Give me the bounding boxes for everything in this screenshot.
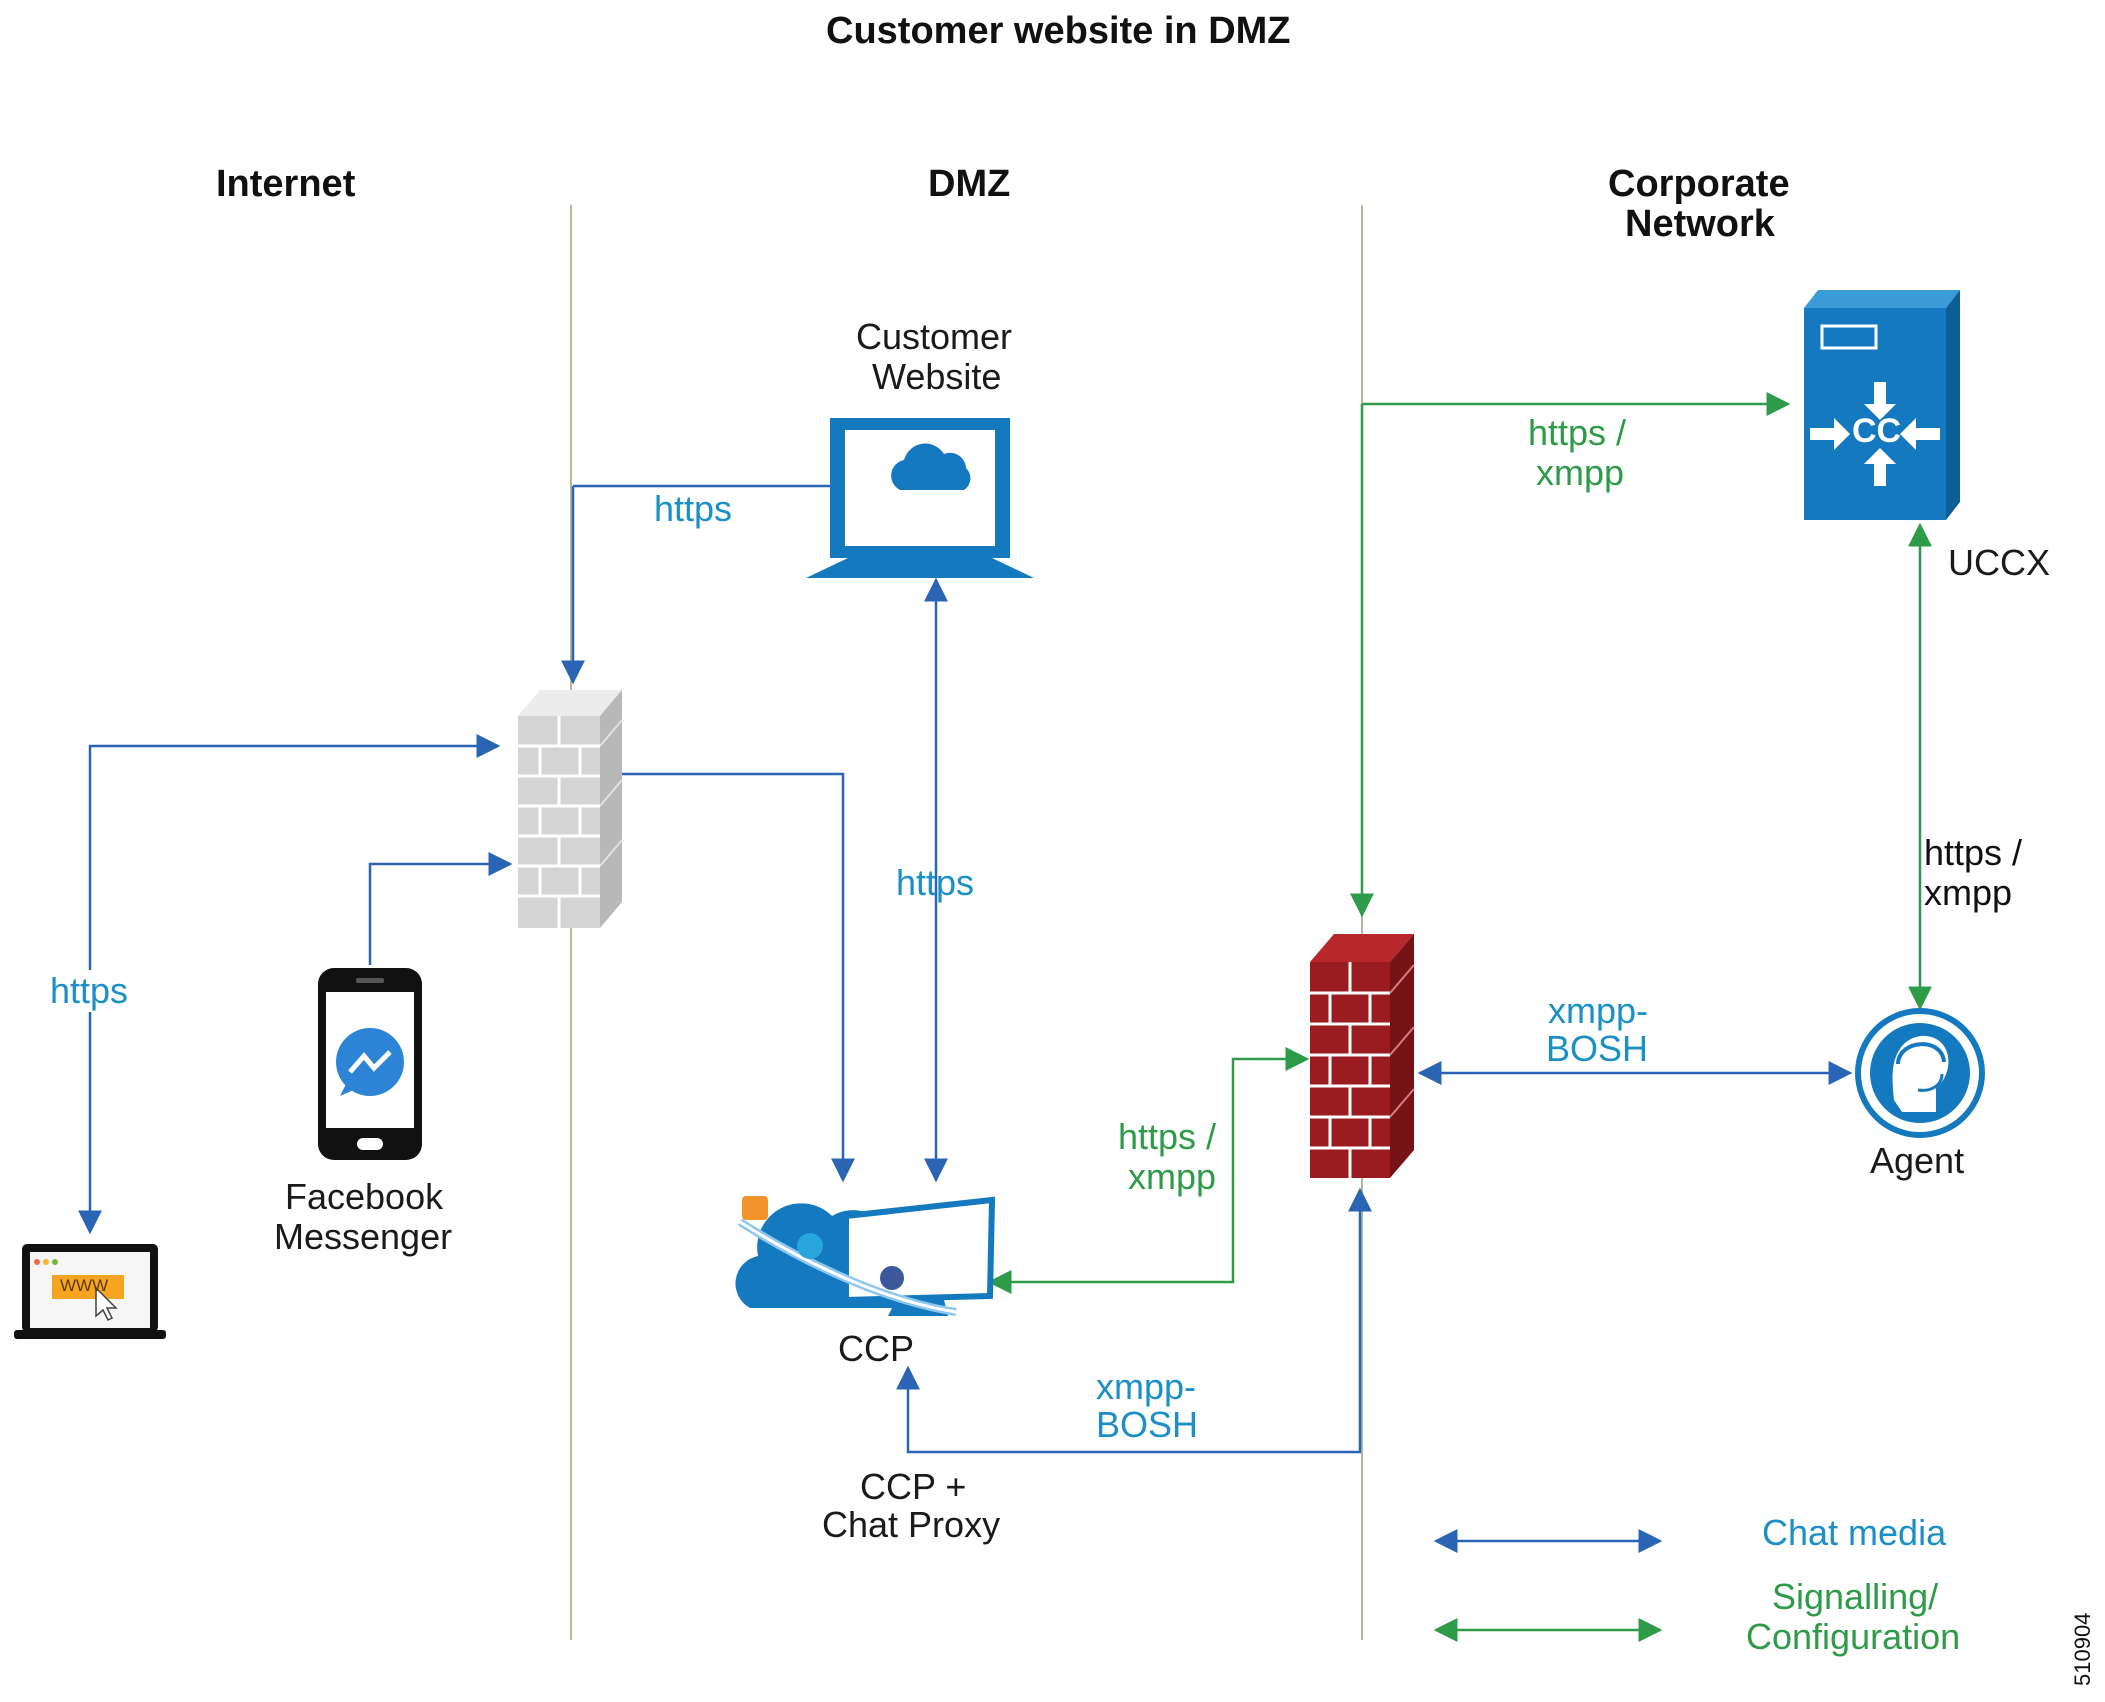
legend-signalling-label-line2: Configuration (1746, 1616, 1961, 1657)
firewall-icon (518, 690, 623, 928)
diagram-title: Customer website in DMZ (826, 10, 1291, 52)
uccx-server-icon (1804, 290, 1960, 520)
figure-id: 510904 (2070, 1612, 2095, 1686)
node-label-agent: Agent (1870, 1140, 1965, 1181)
link-label-bosh-agent-line2: BOSH (1546, 1028, 1649, 1069)
zone-label-corporate-line1: Corporate (1608, 163, 1790, 205)
link-firewall-to-ccp (622, 772, 855, 1183)
laptop-icon (806, 418, 1034, 578)
link-label-https-website: https (654, 488, 733, 529)
link-label-uccx-line1: https / (1528, 412, 1627, 453)
link-label-https-laptop: https (50, 970, 129, 1012)
link-messenger-to-firewall (368, 852, 513, 965)
legend-chat-media-label: Chat media (1762, 1512, 1947, 1553)
node-label-facebook-line2: Messenger (274, 1216, 453, 1257)
node-label-customer-website-line2: Website (872, 356, 1002, 397)
laptop-www-text: WWW (60, 1276, 109, 1295)
link-label-bosh-ccp-line1: xmpp- (1096, 1366, 1197, 1407)
node-label-uccx: UCCX (1948, 542, 2051, 583)
node-label-ccp: CCP (838, 1328, 915, 1369)
www-laptop-icon (14, 1244, 166, 1339)
link-label-agent-line2: xmpp (1924, 872, 2013, 913)
link-laptop-to-firewall (78, 734, 501, 1235)
link-label-ccp-firewall-line2: xmpp (1128, 1156, 1217, 1197)
link-label-bosh-ccp-line2: BOSH (1096, 1404, 1199, 1445)
link-label-https-ccp: https (896, 862, 975, 903)
node-label-ccp-proxy-line1: CCP + (860, 1466, 967, 1507)
link-ccp-firewall (987, 1047, 1310, 1294)
ccp-cloud-icon (735, 1196, 996, 1316)
legend-signalling-label-line1: Signalling/ (1772, 1576, 1939, 1617)
zone-label-dmz: DMZ (928, 163, 1011, 205)
node-label-facebook-line1: Facebook (285, 1176, 444, 1217)
agent-headset-icon (1855, 1008, 1985, 1138)
zone-label-corporate-line2: Network (1625, 203, 1775, 245)
firewall-icon (1310, 934, 1415, 1178)
link-label-bosh-agent-line1: xmpp- (1548, 990, 1649, 1031)
node-label-ccp-proxy-line2: Chat Proxy (822, 1504, 1001, 1545)
link-ccp-bosh (896, 1187, 1372, 1454)
link-label-agent-line1: https / (1924, 832, 2023, 873)
uccx-logo-text: CC (1852, 412, 1902, 450)
smartphone-icon (318, 968, 422, 1160)
zone-label-internet: Internet (216, 163, 356, 205)
link-label-uccx-line2: xmpp (1536, 452, 1625, 493)
link-label-ccp-firewall-line1: https / (1118, 1116, 1217, 1157)
messenger-icon (336, 1028, 404, 1096)
node-label-customer-website-line1: Customer (856, 316, 1013, 357)
